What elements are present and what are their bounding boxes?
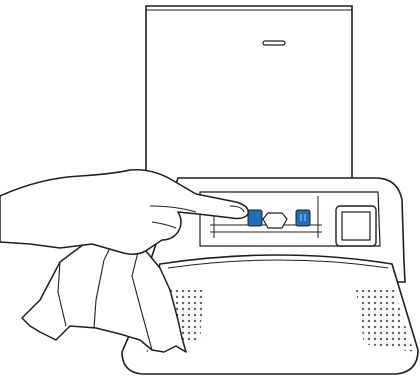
charging-contact-icon bbox=[296, 210, 310, 226]
charging-contact-icon bbox=[248, 210, 262, 226]
station-tower bbox=[146, 6, 352, 190]
tower-slot-icon bbox=[263, 41, 285, 45]
sensor-icon bbox=[263, 213, 287, 228]
